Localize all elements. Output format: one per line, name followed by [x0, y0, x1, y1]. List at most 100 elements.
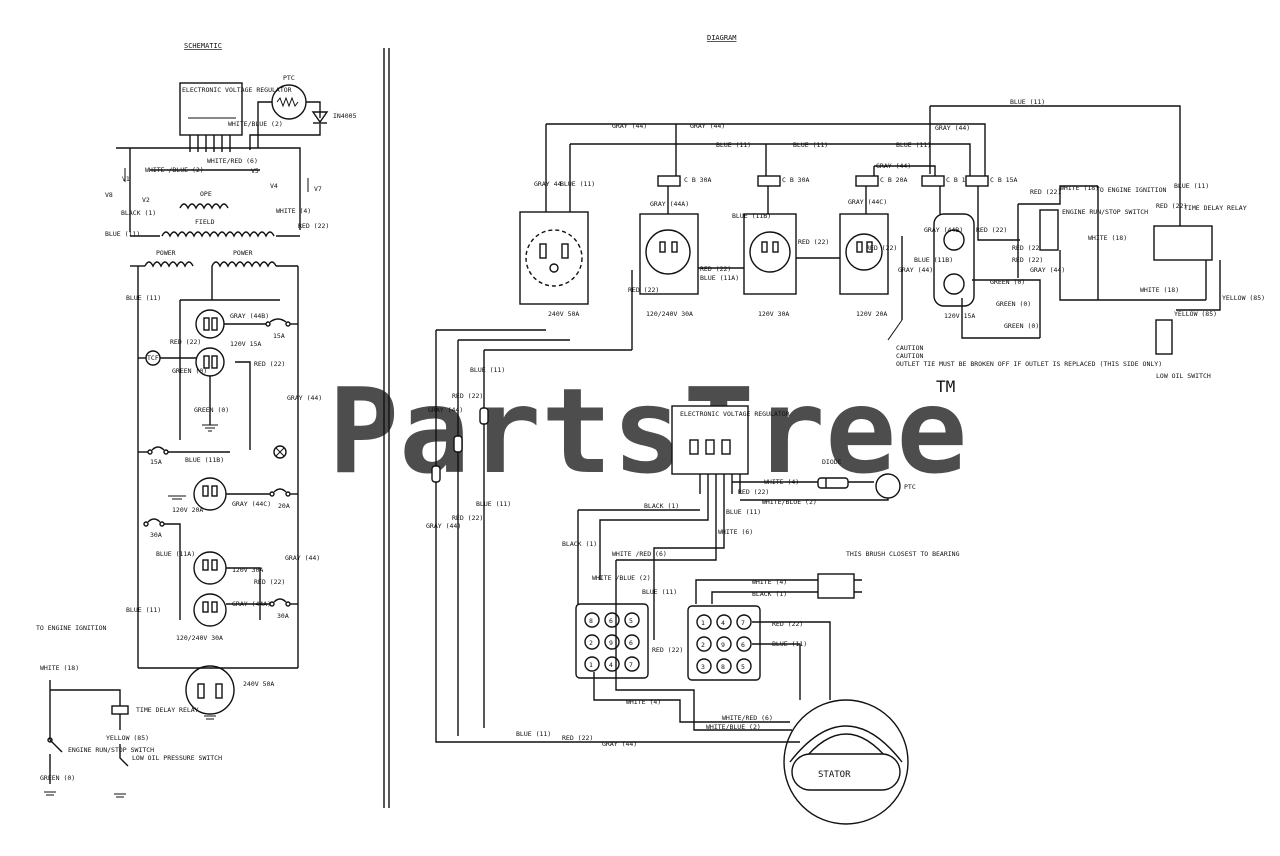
d-blue11i-label: BLUE (11) [642, 588, 677, 596]
red22-label: RED (22) [298, 222, 329, 230]
d-red22-7-label: RED (22) [1030, 188, 1061, 196]
white-blue-label: WHITE/BLUE (2) [228, 120, 283, 128]
diode-label: IN4005 [333, 112, 357, 120]
v4-label: V4 [270, 182, 278, 190]
d-gray44i-label: GRAY (44) [426, 522, 461, 530]
d-white18b-label: WHITE (18) [1088, 234, 1127, 242]
cb15a-label: 15A [273, 332, 285, 340]
top-blue11-b: BLUE (11) [793, 141, 828, 149]
connector-red [453, 435, 463, 453]
d-to-engine-label: TO ENGINE IGNITION [1096, 186, 1167, 194]
watermark: PartsTree [328, 362, 967, 500]
red22d-label: RED (22) [254, 578, 285, 586]
svg-text:8: 8 [589, 617, 593, 625]
svg-text:9: 9 [609, 639, 613, 647]
d-red22-l-label: RED (22) [628, 286, 659, 294]
to-ignition-label: TO ENGINE IGNITION [36, 624, 107, 632]
field-coil [161, 231, 275, 238]
gfci-outlet-top [195, 309, 225, 339]
d-white18-label: WHITE (18) [1060, 184, 1099, 192]
cb30a2-label: 30A [277, 612, 289, 620]
d-gray44b-label: GRAY (44B) [924, 226, 963, 234]
gray44c-label: GRAY (44C) [232, 500, 271, 508]
green-label: GREEN (0) [172, 367, 207, 375]
ope-label: OPE [200, 190, 212, 198]
d-gray44h-label: GRAY (44) [428, 406, 463, 414]
connector-gray [431, 465, 441, 483]
blue11-vert-label-2: BLUE (11) [126, 606, 161, 614]
svg-text:1: 1 [701, 619, 705, 627]
d-diode-label: DIODE [822, 458, 842, 466]
d-blue11e-label: BLUE (11) [1174, 182, 1209, 190]
d-r120-240-label: 120/240V 30A [646, 310, 693, 318]
d-red22-4-label: RED (22) [976, 226, 1007, 234]
outlet-240v-50a-face [525, 229, 583, 287]
gfci-rating-label: 120V 15A [230, 340, 261, 348]
low-oil-label: LOW OIL PRESSURE SWITCH [132, 754, 222, 762]
yellow85-label: YELLOW (85) [106, 734, 149, 742]
svg-text:2: 2 [589, 639, 593, 647]
svg-text:2: 2 [701, 641, 705, 649]
d-white4c-label: WHITE (4) [626, 698, 661, 706]
d-blue11a-label: BLUE (11A) [700, 274, 739, 282]
d-white-blue2b-label: WHITE /BLUE (2) [592, 574, 651, 582]
d-240v-50a-label: 240V 50A [548, 310, 579, 318]
left-plug-connector [575, 603, 649, 679]
d-ptc-label: PTC [904, 483, 916, 491]
r120v30a-label: 120V 30A [232, 566, 263, 574]
r120v20a-label: 120V 20A [172, 506, 203, 514]
cb-15a-label: C B 15A [946, 176, 973, 184]
svg-text:3: 3 [701, 663, 705, 671]
top-gray44-d: GRAY (44) [876, 162, 911, 170]
d-red22-9-label: RED (22) [452, 392, 483, 400]
v1-label: V1 [122, 175, 130, 183]
gray44a-d-label: GRAY (44A) [650, 200, 689, 208]
d-red22-2-label: RED (22) [798, 238, 829, 246]
d-gray44f-label: GRAY (44) [898, 266, 933, 274]
d-r120v20a-label: 120V 20A [856, 310, 887, 318]
d-red22-1-label: RED (22) [700, 265, 731, 273]
d-yellow85b-label: YELLOW (85) [1174, 310, 1217, 318]
cb-15a-2 [965, 175, 989, 187]
d-blue11g-label: BLUE (11) [476, 500, 511, 508]
gray44-label: GRAY (44) [287, 394, 322, 402]
white4-label: WHITE (4) [276, 207, 311, 215]
schematic-title: SCHEMATIC [184, 42, 222, 50]
power-left-label: POWER [156, 249, 176, 257]
outlet-120v-20a-box [839, 213, 889, 295]
power-coil-left [144, 261, 194, 268]
d-green0c-label: GREEN (0) [1004, 322, 1039, 330]
svg-text:7: 7 [741, 619, 745, 627]
voltage-regulator [179, 82, 243, 136]
d-diode [817, 477, 849, 489]
cb-30a-2-label: C B 30A [782, 176, 809, 184]
field-label: FIELD [195, 218, 215, 226]
d-white-blue2c-label: WHITE/BLUE (2) [706, 723, 761, 731]
svg-text:6: 6 [741, 641, 745, 649]
outlet-120v-30a [193, 551, 227, 585]
d-red22-3-label: RED (22) [866, 244, 897, 252]
d-r120v15a-label: 120V 15A [944, 312, 975, 320]
top-blue11-c: BLUE (11) [896, 141, 931, 149]
gray44-e-label: GRAY 44 [534, 180, 561, 188]
cb-30a-label: C B 30A [684, 176, 711, 184]
engine-run-stop-switch [1039, 209, 1059, 251]
d-red22-13-label: RED (22) [772, 620, 803, 628]
neutral-ground-symbol [273, 445, 287, 459]
cb20a-label: 20A [278, 502, 290, 510]
wiring-diagram-panel: BLUE (11) GRAY (44) GRAY (44) GRAY (44) … [426, 98, 1265, 825]
cb-30a [657, 175, 681, 187]
d-white18c-label: WHITE (18) [1140, 286, 1179, 294]
d-blue11h-label: BLUE (11) [726, 508, 761, 516]
cb-30a-2 [757, 175, 781, 187]
d-blue11b-label: BLUE (11B) [732, 212, 771, 220]
voltage-regulator-label: ELECTRONIC VOLTAGE REGULATOR [182, 86, 292, 94]
d-black1-label: BLACK (1) [644, 502, 679, 510]
svg-text:5: 5 [629, 617, 633, 625]
right-plug-connector [687, 605, 761, 681]
svg-text:1: 1 [589, 661, 593, 669]
green-label-2: GREEN (0) [194, 406, 229, 414]
d-white-red6b-label: WHITE/RED (6) [722, 714, 773, 722]
v5-label: V5 [251, 167, 259, 175]
cb-15a [921, 175, 945, 187]
